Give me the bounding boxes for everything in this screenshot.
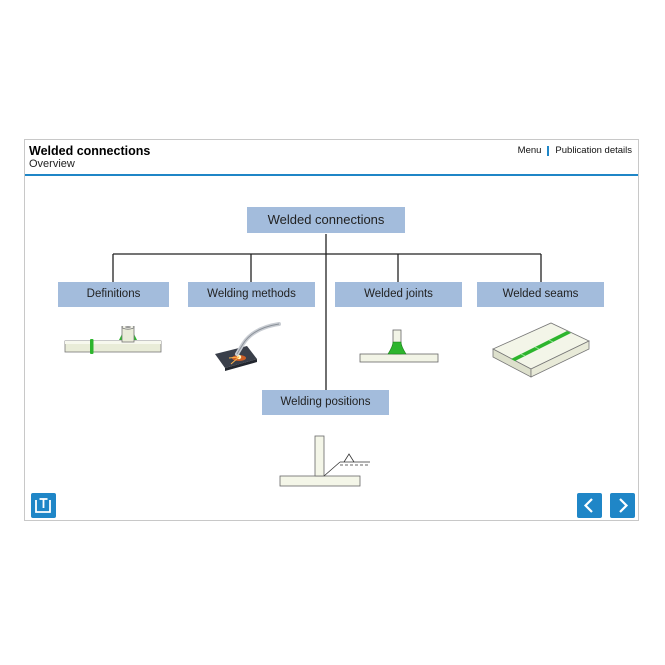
seam-plate-illustration[interactable]: [491, 321, 591, 381]
node-welded-seams[interactable]: Welded seams: [477, 282, 604, 307]
nav-separator: [547, 145, 550, 156]
content-frame: Welded connections Overview Menu Publica…: [24, 139, 639, 521]
header: Welded connections Overview Menu Publica…: [25, 140, 638, 176]
publication-details-link[interactable]: Publication details: [555, 145, 632, 156]
diagram-area: Welded connections Definitions Welding m…: [25, 176, 638, 520]
tablet-t-icon: [35, 498, 51, 513]
page-title: Welded connections: [29, 144, 151, 158]
chevron-left-icon: [583, 498, 593, 513]
top-navigation: Menu Publication details: [518, 145, 632, 156]
next-button[interactable]: [610, 493, 635, 518]
t-joint-illustration[interactable]: [358, 328, 440, 370]
node-welding-methods[interactable]: Welding methods: [188, 282, 315, 307]
home-button[interactable]: [31, 493, 56, 518]
node-welded-connections[interactable]: Welded connections: [247, 207, 405, 233]
pipe-weld-illustration[interactable]: [63, 326, 165, 364]
node-welding-positions[interactable]: Welding positions: [262, 390, 389, 415]
tree-connectors: [112, 234, 542, 390]
menu-link[interactable]: Menu: [517, 145, 542, 156]
node-welded-joints[interactable]: Welded joints: [335, 282, 462, 307]
welding-symbol-illustration[interactable]: [278, 434, 372, 492]
welding-torch-illustration[interactable]: [213, 320, 283, 372]
chevron-right-icon: [619, 498, 629, 513]
page-subtitle: Overview: [29, 158, 75, 170]
previous-button[interactable]: [577, 493, 602, 518]
node-definitions[interactable]: Definitions: [58, 282, 169, 307]
